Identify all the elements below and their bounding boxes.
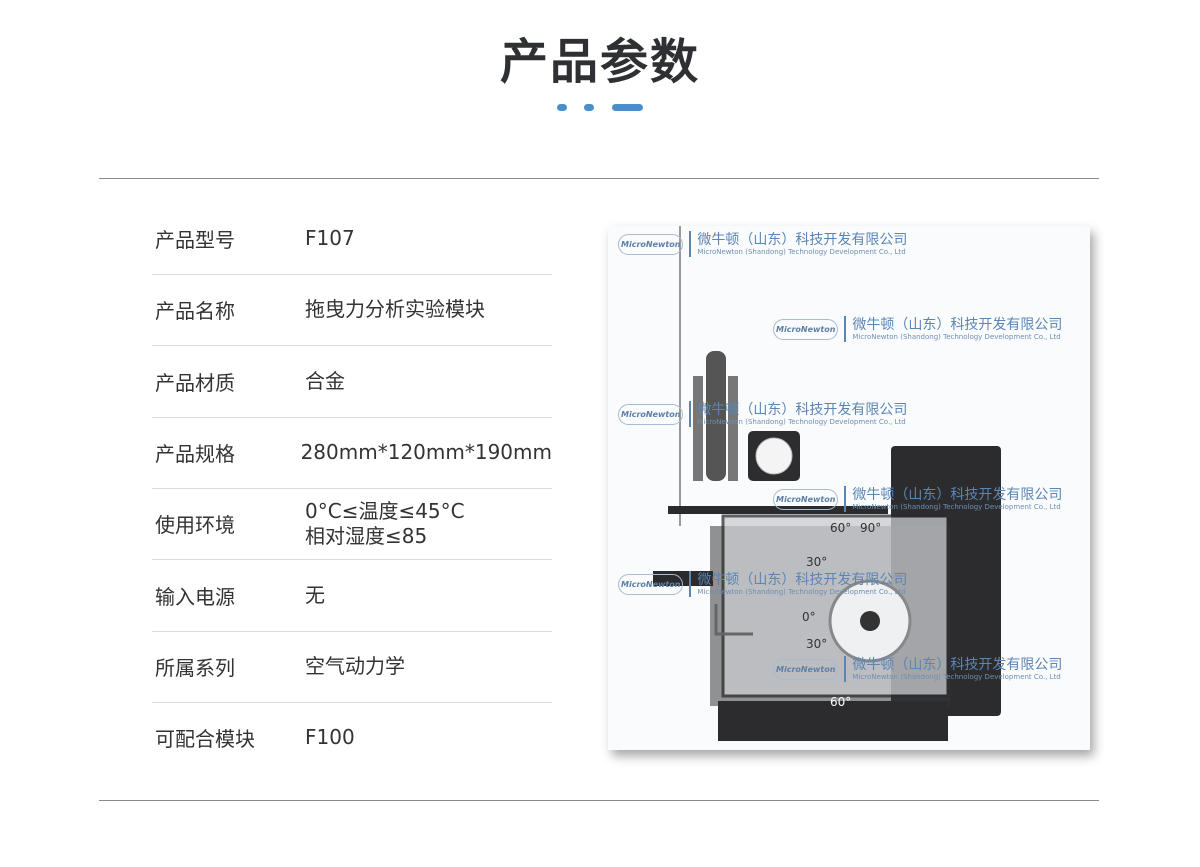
watermark-divider (689, 401, 692, 427)
spec-row: 产品名称 拖曳力分析实验模块 (152, 274, 552, 346)
spec-value: 空气动力学 (305, 654, 405, 679)
spec-value: 拖曳力分析实验模块 (305, 297, 485, 322)
spec-label: 产品材质 (155, 371, 235, 395)
watermark-en: MicroNewton (Shandong) Technology Develo… (697, 417, 906, 426)
watermark-cn: 微牛顿（山东）科技开发有限公司 (852, 316, 1063, 333)
watermark-divider (689, 231, 692, 257)
spec-value-line: 拖曳力分析实验模块 (305, 297, 485, 321)
watermark-logo: MicroNewton (773, 658, 839, 680)
spec-row: 产品材质 合金 (152, 346, 552, 418)
spec-value-line: F107 (305, 226, 355, 250)
spec-label: 可配合模块 (155, 727, 255, 751)
watermark-logo: MicroNewton (618, 233, 684, 255)
spec-row: 产品型号 F107 (152, 203, 552, 275)
spec-label: 使用环境 (155, 513, 235, 537)
watermark-cn: 微牛顿（山东）科技开发有限公司 (697, 231, 908, 248)
spec-label: 输入电源 (155, 585, 235, 609)
spec-value: 合金 (305, 369, 345, 394)
spec-label: 产品型号 (155, 228, 235, 252)
spec-value-line: 空气动力学 (305, 654, 405, 678)
watermark-divider (844, 486, 847, 512)
spec-value: 280mm*120mm*190mm (301, 440, 552, 465)
watermark-logo: MicroNewton (618, 403, 684, 425)
page-title: 产品参数 (499, 34, 700, 90)
spec-row: 产品规格 280mm*120mm*190mm (152, 417, 552, 489)
spec-value-line: 280mm*120mm*190mm (300, 440, 552, 464)
spec-value-line: 无 (305, 583, 325, 607)
top-divider (99, 178, 1099, 179)
watermark-divider (844, 656, 847, 682)
spec-value-line: 0°C≤温度≤45°C (305, 498, 465, 523)
product-photo: 60° 30° 0° 30° 60° 90° MicroNewton 微牛顿（山东… (608, 226, 1090, 750)
scale-label: 60° (830, 521, 851, 535)
spec-value: 无 (305, 583, 325, 608)
scale-label: 90° (860, 521, 881, 535)
watermark-cn: 微牛顿（山东）科技开发有限公司 (697, 401, 908, 418)
spec-value: F107 (305, 226, 355, 251)
spec-value: F100 (305, 725, 355, 750)
watermark-cn: 微牛顿（山东）科技开发有限公司 (852, 656, 1063, 673)
watermark-logo: MicroNewton (773, 318, 839, 340)
spec-value-line: 合金 (305, 369, 345, 393)
watermark-logo: MicroNewton (618, 573, 684, 595)
watermark-cn: 微牛顿（山东）科技开发有限公司 (697, 571, 908, 588)
watermark-en: MicroNewton (Shandong) Technology Develo… (697, 587, 906, 596)
watermark-en: MicroNewton (Shandong) Technology Develo… (697, 247, 906, 256)
watermark-en: MicroNewton (Shandong) Technology Develo… (852, 672, 1061, 681)
watermark-en: MicroNewton (Shandong) Technology Develo… (852, 502, 1061, 511)
title-decoration-dot (557, 104, 567, 111)
watermark-divider (844, 316, 847, 342)
watermark-divider (689, 571, 692, 597)
spec-row: 输入电源 无 (152, 560, 552, 632)
scale-label: 60° (830, 695, 851, 709)
bottom-divider (99, 800, 1099, 801)
spec-value-line: F100 (305, 725, 355, 749)
title-decoration-bar (612, 104, 643, 111)
scale-label: 30° (806, 555, 827, 569)
spec-row: 所属系列 空气动力学 (152, 631, 552, 703)
title-decoration-dot (584, 104, 594, 111)
watermark-logo: MicroNewton (773, 488, 839, 510)
spec-row: 可配合模块 F100 (152, 702, 552, 773)
watermark-en: MicroNewton (Shandong) Technology Develo… (852, 332, 1061, 341)
spec-label: 所属系列 (155, 656, 235, 680)
scale-label: 30° (806, 637, 827, 651)
spec-label: 产品名称 (155, 299, 235, 323)
watermark-cn: 微牛顿（山东）科技开发有限公司 (852, 486, 1063, 503)
spec-value-line: 相对湿度≤85 (305, 523, 428, 548)
spec-label: 产品规格 (155, 442, 235, 466)
scale-label: 0° (802, 610, 816, 624)
